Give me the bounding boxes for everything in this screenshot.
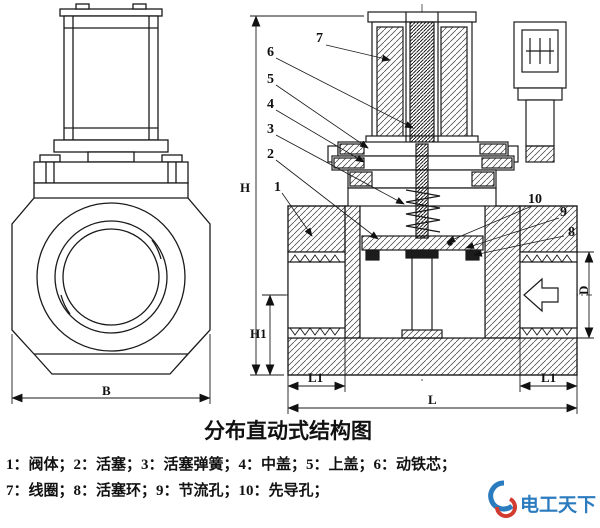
dimension-bottom <box>287 338 578 414</box>
piston-ring-left <box>365 249 380 261</box>
part-label-5: 5 <box>267 72 274 87</box>
dim-label-L1-right: L1 <box>541 370 556 385</box>
piston-spring <box>405 189 441 233</box>
part-label-10: 10 <box>528 192 542 207</box>
moving-core <box>409 21 435 145</box>
leader-5 <box>275 84 369 149</box>
watermark-text: 电工天下 <box>520 493 596 516</box>
leader-3 <box>275 134 405 205</box>
part-label-4: 4 <box>267 97 274 112</box>
bonnet-section <box>327 141 519 189</box>
valve-seat <box>401 329 443 339</box>
coil-winding-right <box>440 26 468 138</box>
legend-line2: 7：线圈；8：活塞环；9：节流孔；10：先导孔； <box>6 481 329 499</box>
coil-top-nub-right <box>132 3 147 10</box>
leader-8 <box>473 235 565 257</box>
dim-label-B: B <box>102 383 111 398</box>
legend-line1: 1：阀体；2：活塞；3：活塞弹簧；4：中盖；5：上盖；6：动铁芯； <box>6 455 456 473</box>
part-label-8: 8 <box>568 225 575 240</box>
thread-bottom <box>289 327 341 336</box>
leader-7 <box>325 44 391 62</box>
part-label-7: 7 <box>316 31 323 46</box>
electrical-connector <box>513 21 567 163</box>
coil-section <box>365 11 479 152</box>
dimension-H1 <box>262 294 286 376</box>
coil-top-cap <box>59 8 163 17</box>
bolt-left <box>39 154 61 163</box>
coil-flange <box>53 139 169 153</box>
part-label-9: 9 <box>560 205 567 220</box>
dimension-D <box>577 251 594 339</box>
core-stem <box>415 143 429 239</box>
leader-1 <box>281 192 313 237</box>
leader-6 <box>275 57 414 129</box>
piston-ring-right <box>465 249 480 261</box>
leader-2 <box>275 159 379 240</box>
watermark-logo-blue-arc <box>488 480 514 512</box>
leader-9 <box>465 217 560 249</box>
right-port <box>519 251 578 339</box>
dimension-B <box>11 334 211 404</box>
part-label-1: 1 <box>274 180 281 195</box>
watermark: 电工天下 <box>488 480 596 519</box>
coil-winding-left <box>376 26 404 138</box>
external-view <box>11 3 211 404</box>
thread-bottom <box>521 327 573 336</box>
valve-neck <box>87 151 135 163</box>
coil-top-nub-left <box>75 3 90 10</box>
leader-4 <box>275 109 365 163</box>
dim-label-H: H <box>240 180 250 195</box>
coil-body <box>63 15 159 141</box>
valve-body-external <box>11 182 211 375</box>
labels: B H H1 L1 L1 L D 7 6 5 4 3 2 1 10 9 8 分布… <box>6 31 591 499</box>
dim-label-H1: H1 <box>250 326 267 341</box>
dim-label-D: D <box>576 286 591 295</box>
part-label-3: 3 <box>267 122 274 137</box>
part-leaders <box>275 44 565 257</box>
coil-housing <box>59 3 163 141</box>
bolt-right <box>161 154 183 163</box>
leader-10 <box>446 205 533 243</box>
body-boss-inner <box>62 228 160 326</box>
valve-body-section <box>287 187 578 376</box>
coil-cap-section <box>367 11 477 23</box>
dim-label-L: L <box>428 392 437 407</box>
section-view <box>250 4 594 414</box>
watermark-logo-red-arc <box>494 497 517 519</box>
flow-arrow <box>523 277 559 313</box>
thread-top <box>521 254 573 263</box>
figure-title: 分布直动式结构图 <box>204 419 372 443</box>
dim-label-L1-left: L1 <box>308 370 323 385</box>
thread-top <box>289 254 341 263</box>
part-label-2: 2 <box>267 147 274 162</box>
left-port <box>287 251 346 339</box>
part-label-6: 6 <box>267 45 274 60</box>
pilot-seal <box>405 249 439 259</box>
